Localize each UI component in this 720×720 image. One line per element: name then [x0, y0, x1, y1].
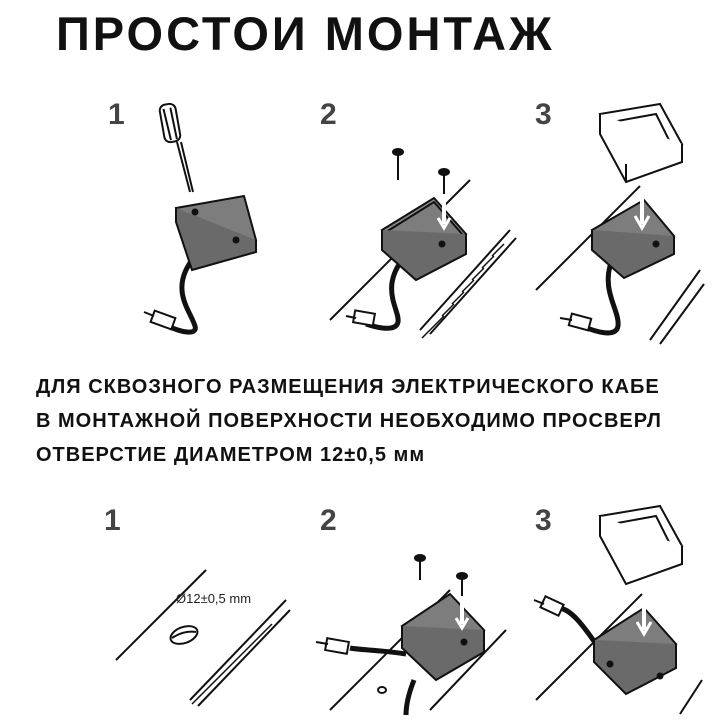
junction-box-icon: [174, 194, 258, 272]
top-step-2-illustration: [329, 148, 517, 339]
hole-diameter-label: Ø12±0,5 mm: [176, 591, 252, 606]
top-step-2-number: 2: [320, 98, 337, 131]
top-step-3-number: 3: [535, 98, 552, 131]
junction-box-icon: [590, 198, 676, 280]
bottom-step-2-illustration: [315, 554, 507, 716]
bottom-step-1-illustration: [115, 569, 291, 707]
frame-icon: [598, 504, 684, 586]
screwdriver-icon: [158, 102, 194, 193]
junction-box-icon: [592, 606, 678, 696]
drilled-hole-icon: [169, 625, 199, 645]
bottom-step-3-number: 3: [535, 504, 552, 537]
top-step-3-illustration: [535, 102, 705, 345]
top-step-1-illustration: [143, 102, 258, 335]
instruction-line-3: ОТВЕРСТИЕ ДИАМЕТРОМ 12±0,5 мм: [36, 444, 426, 466]
frame-icon: [598, 102, 684, 184]
top-step-1-number: 1: [108, 98, 125, 131]
screw-icon: [392, 148, 404, 180]
instruction-line-1: ДЛЯ СКВОЗНОГО РАЗМЕЩЕНИЯ ЭЛЕКТРИЧЕСКОГО …: [36, 376, 660, 398]
bottom-step-1-number: 1: [104, 504, 121, 537]
screw-icon: [438, 168, 450, 194]
screw-icon: [414, 554, 426, 580]
bottom-step-2-number: 2: [320, 504, 337, 537]
instruction-line-2: В МОНТАЖНОЙ ПОВЕРХНОСТИ НЕОБХОДИМО ПРОСВ…: [36, 410, 662, 432]
screw-icon: [456, 572, 468, 596]
bottom-step-3-illustration: [533, 504, 703, 715]
page-title: ПРОСТОИ МОНТАЖ: [56, 7, 555, 60]
drilling-instruction: ДЛЯ СКВОЗНОГО РАЗМЕЩЕНИЯ ЭЛЕКТРИЧЕСКОГО …: [36, 370, 684, 472]
